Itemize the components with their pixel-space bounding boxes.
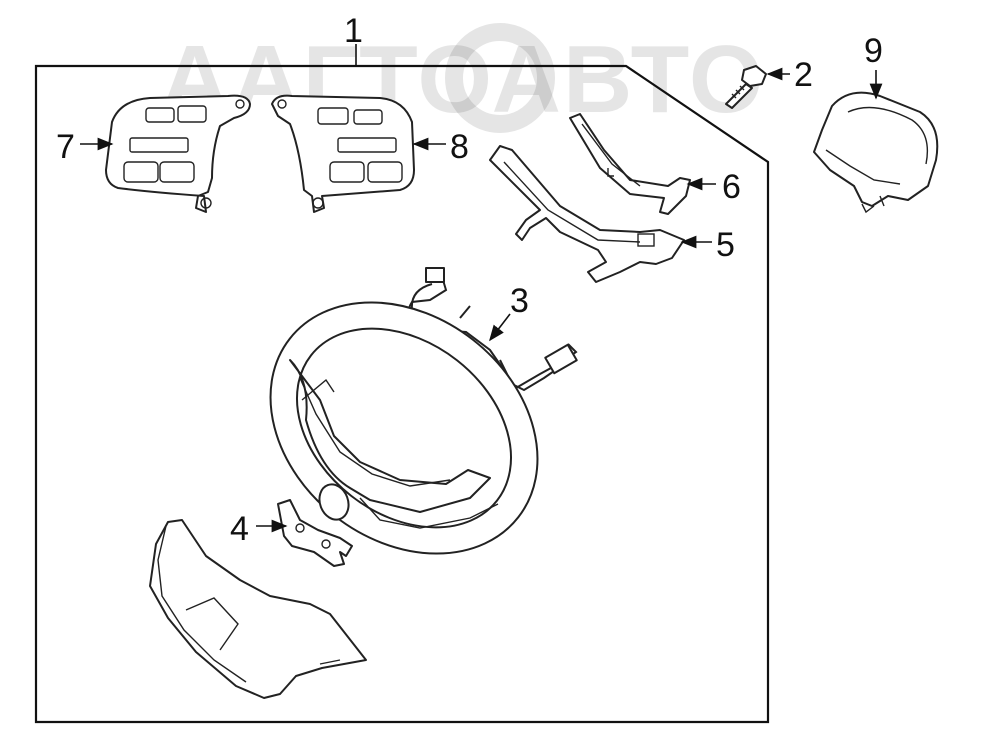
left-steering-switch: [105, 94, 251, 213]
watermark-logo: ААГТОАВТО: [160, 26, 766, 133]
callout-4: 4: [230, 510, 249, 548]
callout-5: 5: [716, 226, 735, 264]
steering-wheel: [269, 301, 539, 555]
lower-cover: [149, 519, 367, 699]
callout-3: 3: [510, 282, 529, 320]
callout-1: 1: [344, 12, 363, 50]
leader-3: [489, 313, 511, 342]
airbag-module: [813, 91, 939, 214]
small-bracket: [277, 499, 353, 567]
right-steering-switch: [271, 94, 415, 213]
lower-bracket: [489, 145, 685, 283]
watermark-gear-icon: [445, 23, 555, 133]
callout-2: 2: [794, 56, 813, 94]
callout-9: 9: [864, 32, 883, 70]
callout-7: 7: [56, 128, 75, 166]
assembly-frame: [34, 64, 770, 724]
callout-6: 6: [722, 168, 741, 206]
callout-8: 8: [450, 128, 469, 166]
bolt: [725, 65, 767, 109]
